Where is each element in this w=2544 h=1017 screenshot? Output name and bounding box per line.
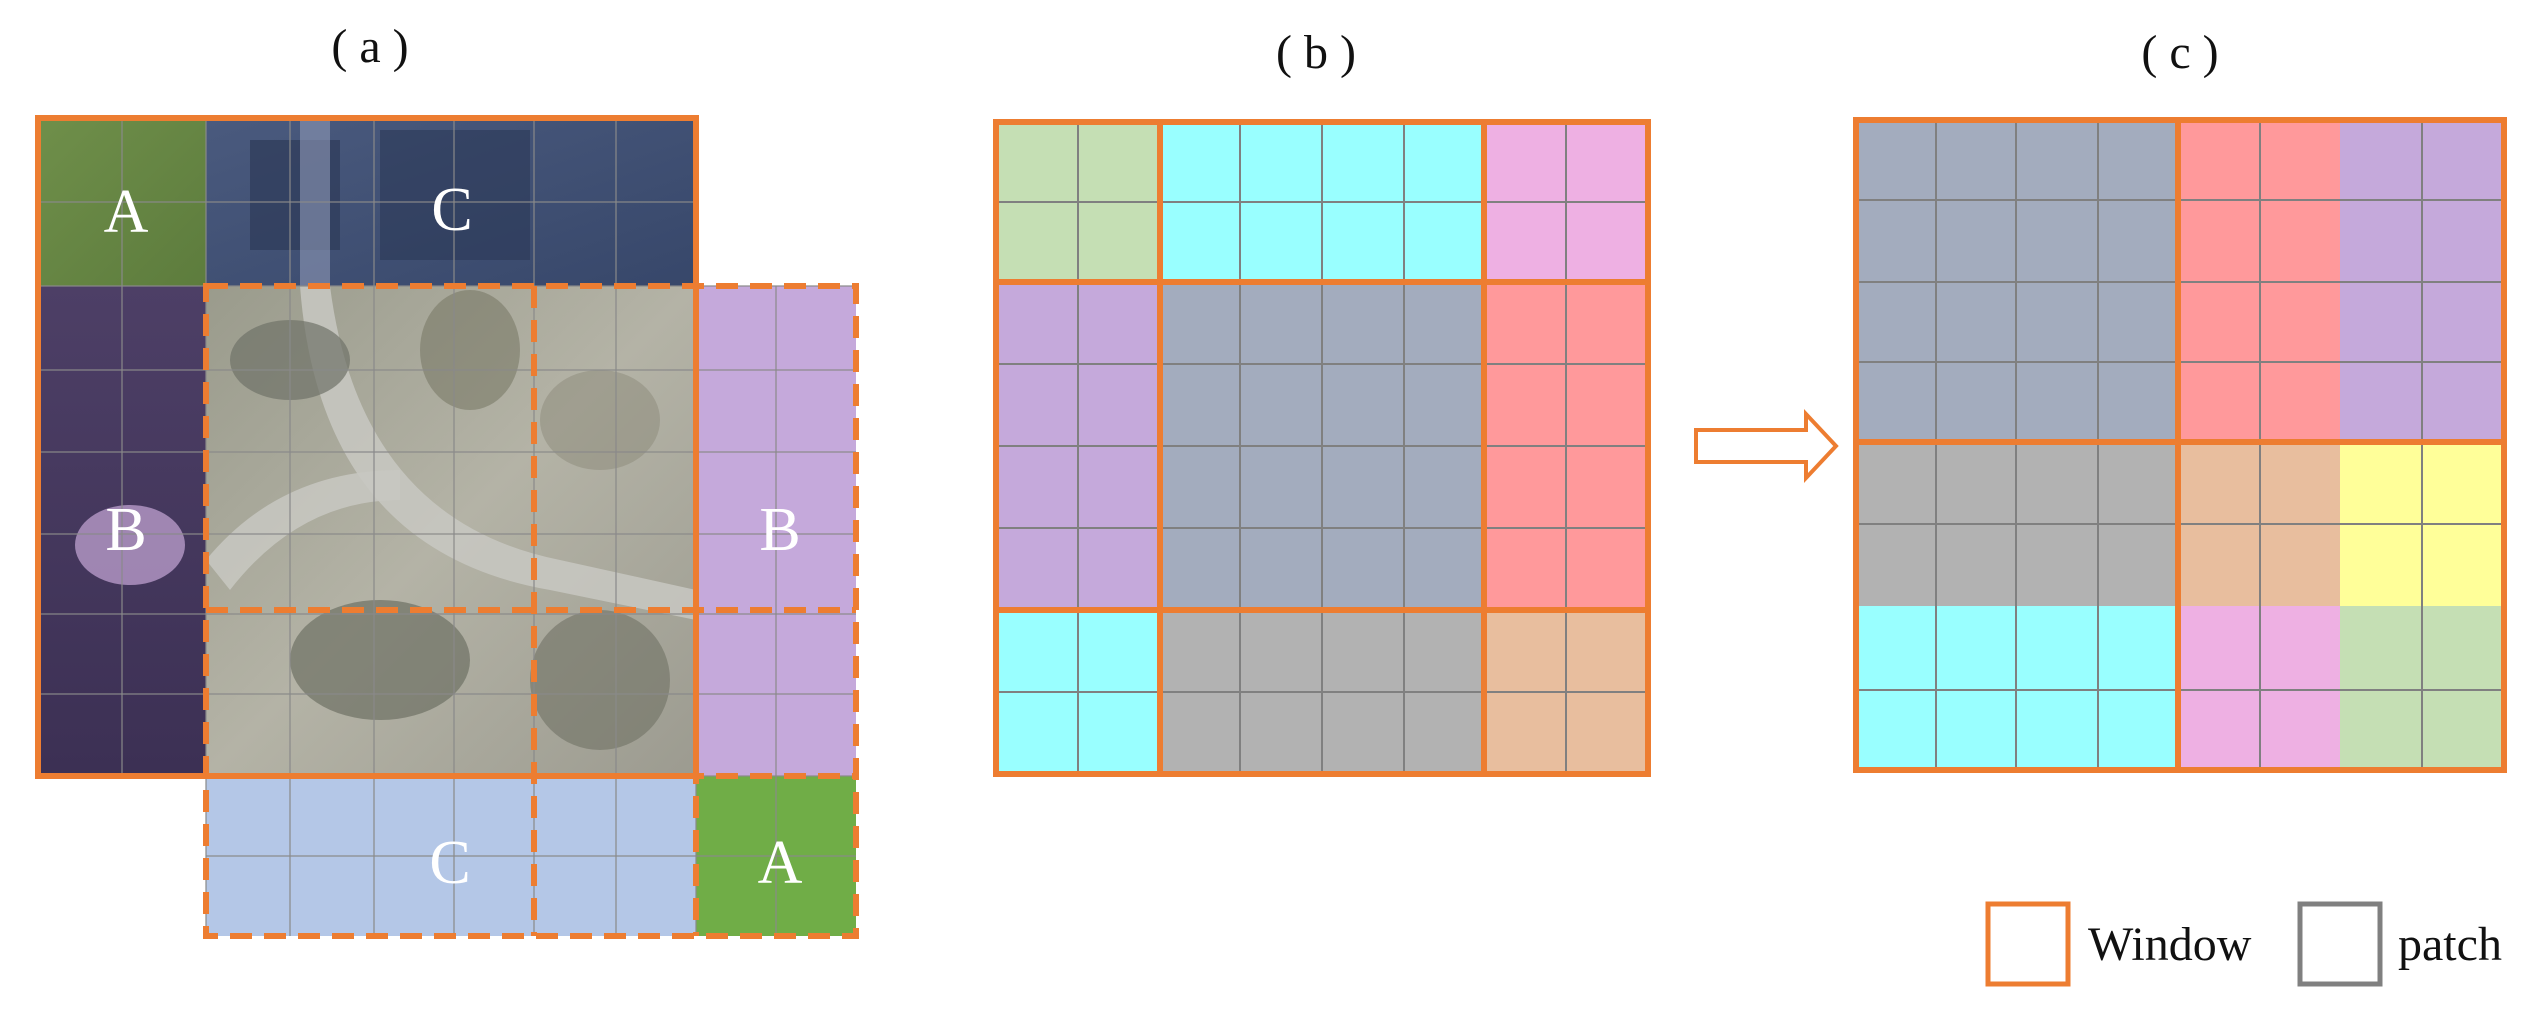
region-label-b-right: B xyxy=(759,496,800,564)
patch-grid-b xyxy=(996,122,1648,774)
panel-c-title: ( c ) xyxy=(2141,26,2218,79)
legend-patch-label: patch xyxy=(2398,918,2502,971)
panel-b-title: ( b ) xyxy=(1276,26,1356,79)
window-solid-a xyxy=(35,115,699,779)
region-label-c-bottom: C xyxy=(429,829,470,897)
panel-c xyxy=(1853,117,2507,773)
windows-c xyxy=(1853,117,2507,773)
windows-b xyxy=(993,119,1651,777)
region-labels-a: A C B B C A xyxy=(104,176,803,897)
panel-titles: ( a ) ( b ) ( c ) xyxy=(331,20,2218,79)
legend-window-label: Window xyxy=(2088,918,2252,971)
region-label-a-bottom: A xyxy=(758,829,803,897)
region-label-c-top: C xyxy=(431,176,472,244)
transform-arrow-icon xyxy=(1694,408,1839,484)
panel-a: A C B B C A xyxy=(35,115,859,939)
legend: Window patch xyxy=(1985,901,2502,987)
panel-a-title: ( a ) xyxy=(331,20,408,73)
region-label-a-top: A xyxy=(104,178,149,246)
shifted-windows-a xyxy=(203,283,859,939)
region-label-b-left: B xyxy=(105,496,146,564)
legend-window-swatch xyxy=(1985,901,2071,987)
legend-patch-swatch xyxy=(2297,901,2383,987)
panel-b xyxy=(993,119,1651,777)
